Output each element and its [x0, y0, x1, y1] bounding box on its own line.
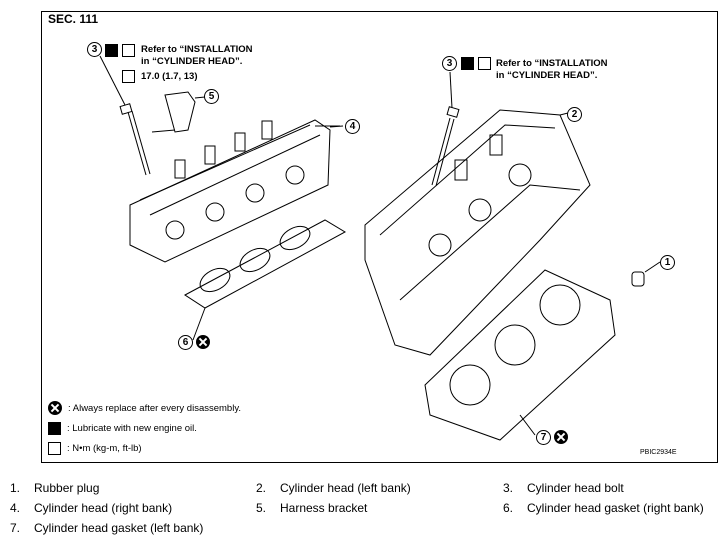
- parts-item-1: 1.Rubber plug: [10, 481, 100, 495]
- parts-item-4: 4.Cylinder head (right bank): [10, 501, 173, 515]
- parts-item-7: 7.Cylinder head gasket (left bank): [10, 521, 204, 535]
- callout-3-left: 3: [87, 42, 102, 57]
- replace-icon: [554, 430, 568, 444]
- parts-item-5: 5.Harness bracket: [256, 501, 368, 515]
- note-left-ref-2: in “CYLINDER HEAD”.: [141, 56, 243, 67]
- note-right-ref-2: in “CYLINDER HEAD”.: [496, 70, 598, 81]
- callout-3-right: 3: [442, 56, 457, 71]
- lubricate-icon: [48, 422, 61, 435]
- note-left-torque: 17.0 (1.7, 13): [141, 71, 198, 82]
- callout-4: 4: [345, 119, 360, 134]
- legend-torque: : N•m (kg-m, ft-lb): [48, 442, 142, 455]
- parts-item-2: 2.Cylinder head (left bank): [256, 481, 411, 495]
- bolt-left-drawing: [99, 55, 151, 176]
- cylinder-head-left-bank-drawing: [364, 109, 591, 356]
- parts-item-6: 6.Cylinder head gasket (right bank): [503, 501, 704, 515]
- callout-6: 6: [178, 335, 193, 350]
- torque-wrench-icon: [122, 70, 135, 83]
- diagram-frame: [41, 11, 718, 463]
- torque-wrench-icon: [48, 442, 61, 455]
- lubricate-icon: [105, 44, 118, 57]
- legend-replace-text: : Always replace after every disassembly…: [68, 402, 242, 414]
- callout-2: 2: [567, 107, 582, 122]
- callout-7: 7: [536, 430, 551, 445]
- torque-wrench-icon: [122, 44, 135, 57]
- legend-lubricate-text: : Lubricate with new engine oil.: [67, 423, 197, 434]
- legend-torque-text: : N•m (kg-m, ft-lb): [67, 443, 142, 454]
- gasket-left-bank-drawing: [424, 269, 616, 441]
- replace-icon: [196, 335, 210, 349]
- note-left-ref-1: Refer to “INSTALLATION: [141, 44, 253, 55]
- legend-replace: : Always replace after every disassembly…: [48, 401, 241, 415]
- replace-icon: [48, 401, 62, 415]
- parts-item-3: 3.Cylinder head bolt: [503, 481, 624, 495]
- callout-1: 1: [660, 255, 675, 270]
- cylinder-head-right-bank-drawing: [129, 119, 340, 263]
- lubricate-icon: [461, 57, 474, 70]
- legend-lubricate: : Lubricate with new engine oil.: [48, 422, 197, 435]
- harness-bracket-drawing: [151, 91, 206, 133]
- section-label: SEC. 111: [48, 12, 99, 26]
- torque-wrench-icon: [478, 57, 491, 70]
- note-right-ref-1: Refer to “INSTALLATION: [496, 58, 608, 69]
- bolt-right-drawing: [431, 71, 460, 187]
- rubber-plug-drawing: [631, 261, 661, 287]
- gasket-right-bank-drawing: [184, 219, 347, 341]
- callout-5: 5: [204, 89, 219, 104]
- figure-code: PBIC2934E: [640, 449, 677, 456]
